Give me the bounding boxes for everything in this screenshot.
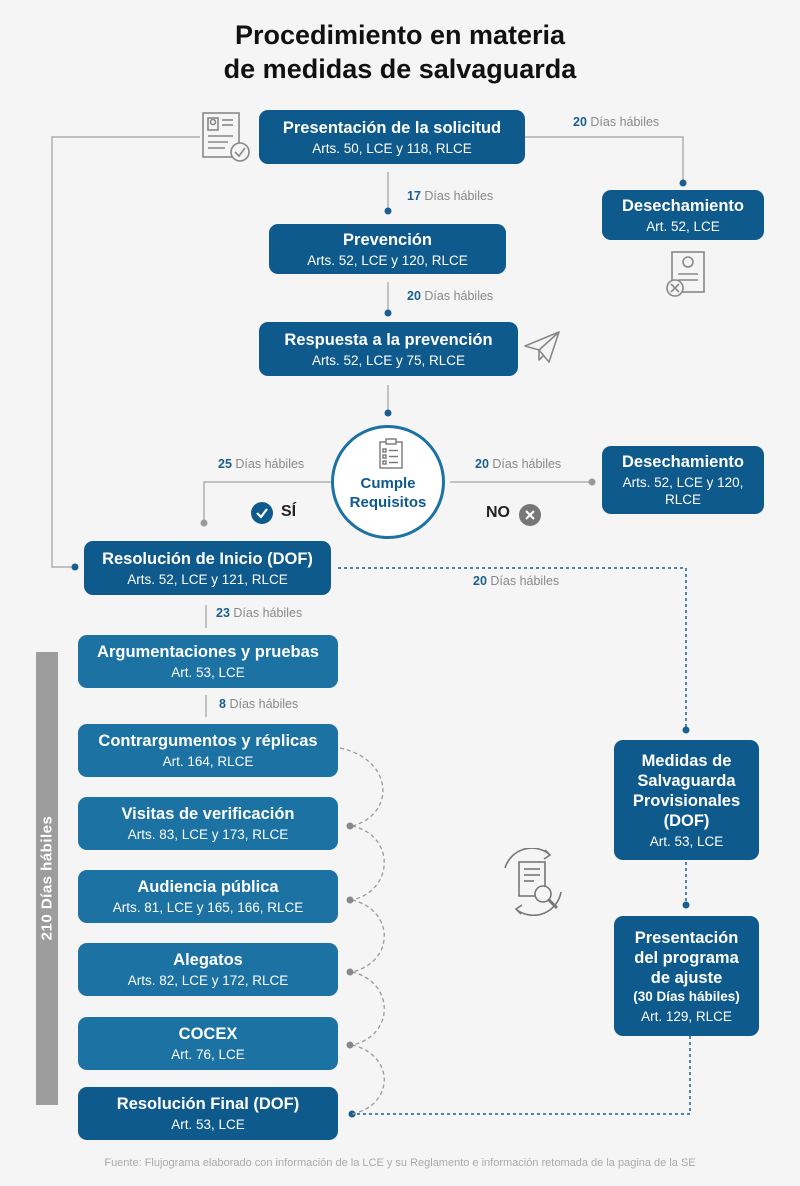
duration-label: 17 Días hábiles <box>407 189 493 203</box>
duration-number: 25 <box>218 457 232 471</box>
duration-number: 20 <box>475 457 489 471</box>
decision-circle: Cumple Requisitos <box>331 425 445 539</box>
box-title-3: de ajuste <box>650 968 723 987</box>
document-reject-icon <box>666 251 705 297</box>
duration-number: 17 <box>407 189 421 203</box>
contrargumentos-box: Contrargumentos y réplicas Art. 164, RLC… <box>78 724 338 777</box>
prevencion-box: Prevención Arts. 52, LCE y 120, RLCE <box>269 224 506 274</box>
duration-label: 20 Días hábiles <box>573 115 659 129</box>
argumentaciones-box: Argumentaciones y pruebas Art. 53, LCE <box>78 635 338 688</box>
decision-line-2: Requisitos <box>349 494 427 511</box>
box-title: Presentación de la solicitud <box>282 118 502 137</box>
box-title: Resolución Final (DOF) <box>116 1095 300 1113</box>
box-title-2: Salvaguarda <box>637 771 736 790</box>
box-title: Desechamiento <box>622 196 744 215</box>
box-title-1: Medidas de <box>641 751 732 770</box>
decision-label: Cumple Requisitos <box>334 474 442 512</box>
duration-number: 8 <box>219 697 226 711</box>
title-line-2: de medidas de salvaguarda <box>223 54 577 84</box>
desechamiento-box-1: Desechamiento Art. 52, LCE <box>602 190 764 240</box>
box-subtitle-1: Arts. 52, LCE y 120, <box>622 475 744 490</box>
box-note: (30 Días hábiles) <box>633 988 740 1004</box>
duration-number: 20 <box>473 574 487 588</box>
box-title: Contrargumentos y réplicas <box>98 732 318 750</box>
box-subtitle: Arts. 52, LCE y 75, RLCE <box>311 352 466 368</box>
box-title: Audiencia pública <box>137 878 279 896</box>
duration-text: Días hábiles <box>233 606 303 620</box>
decision-line-1: Cumple <box>360 475 416 492</box>
box-title: Respuesta a la prevención <box>284 330 493 349</box>
box-title: Visitas de verificación <box>121 805 295 823</box>
box-title-3: Provisionales <box>632 791 741 810</box>
duration-label: 20 Días hábiles <box>407 289 493 303</box>
box-title-1: Presentación <box>634 928 739 947</box>
duration-text: Días hábiles <box>235 457 305 471</box>
resolucion-final-box: Resolución Final (DOF) Art. 53, LCE <box>78 1087 338 1140</box>
no-label: NO <box>486 504 510 521</box>
duration-sidebar-label: 210 Días hábiles <box>38 815 56 941</box>
box-subtitle: Arts. 50, LCE y 118, RLCE <box>312 140 472 156</box>
medidas-provisionales-box: Medidas de Salvaguarda Provisionales (DO… <box>614 740 759 860</box>
x-circle-icon <box>519 504 541 526</box>
duration-text: Días hábiles <box>229 697 299 711</box>
box-title: Resolución de Inicio (DOF) <box>102 549 313 568</box>
box-subtitle: Arts. 52, LCE y 120, RLCE <box>307 252 468 268</box>
box-title: Alegatos <box>173 951 243 969</box>
box-title-4: (DOF) <box>663 811 710 830</box>
duration-text: Días hábiles <box>424 189 494 203</box>
box-subtitle: Art. 164, RLCE <box>162 754 254 769</box>
desechamiento-box-2: Desechamiento Arts. 52, LCE y 120, RLCE <box>602 446 764 514</box>
paper-plane-icon <box>524 331 560 363</box>
duration-label: 23 Días hábiles <box>216 606 302 620</box>
respuesta-prevencion-box: Respuesta a la prevención Arts. 52, LCE … <box>259 322 518 376</box>
resolucion-inicio-box: Resolución de Inicio (DOF) Arts. 52, LCE… <box>84 541 331 595</box>
box-subtitle: Arts. 83, LCE y 173, RLCE <box>127 827 289 842</box>
title-line-1: Procedimiento en materia <box>234 20 566 50</box>
box-title-2: del programa <box>634 948 739 967</box>
duration-label: 8 Días hábiles <box>219 697 298 711</box>
duration-label: 25 Días hábiles <box>218 457 304 471</box>
programa-ajuste-box: Presentación del programa de ajuste (30 … <box>614 916 759 1036</box>
box-subtitle: Arts. 81, LCE y 165, 166, RLCE <box>112 900 304 915</box>
box-title: COCEX <box>178 1025 238 1043</box>
duration-number: 20 <box>407 289 421 303</box>
box-title: Argumentaciones y pruebas <box>97 643 319 661</box>
duration-number: 20 <box>573 115 587 129</box>
duration-sidebar <box>36 652 58 1105</box>
box-title: Desechamiento <box>622 453 744 471</box>
audiencia-box: Audiencia pública Arts. 81, LCE y 165, 1… <box>78 870 338 923</box>
visitas-box: Visitas de verificación Arts. 83, LCE y … <box>78 797 338 850</box>
box-subtitle: Art. 53, LCE <box>171 665 245 680</box>
presentacion-solicitud-box: Presentación de la solicitud Arts. 50, L… <box>259 110 525 164</box>
cocex-box: COCEX Art. 76, LCE <box>78 1017 338 1070</box>
duration-label: 20 Días hábiles <box>475 457 561 471</box>
box-subtitle: Art. 53, LCE <box>649 833 724 849</box>
duration-number: 23 <box>216 606 230 620</box>
duration-text: Días hábiles <box>492 457 562 471</box>
duration-label: 20 Días hábiles <box>473 574 559 588</box>
duration-text: Días hábiles <box>590 115 660 129</box>
document-check-icon <box>202 112 250 162</box>
box-subtitle: Arts. 82, LCE y 172, RLCE <box>127 973 289 988</box>
box-subtitle: Arts. 52, LCE y 121, RLCE <box>127 571 288 587</box>
alegatos-box: Alegatos Arts. 82, LCE y 172, RLCE <box>78 943 338 996</box>
duration-text: Días hábiles <box>490 574 560 588</box>
duration-text: Días hábiles <box>424 289 494 303</box>
box-subtitle: Art. 53, LCE <box>171 1117 245 1132</box>
yes-label: SÍ <box>281 503 297 520</box>
page-title: Procedimiento en materia de medidas de s… <box>0 18 800 86</box>
clipboard-checklist-icon <box>379 438 403 469</box>
source-footer: Fuente: Flujograma elaborado con informa… <box>104 1157 696 1169</box>
check-circle-icon <box>251 502 273 524</box>
box-subtitle-2: RLCE <box>664 492 701 507</box>
box-title: Prevención <box>343 230 432 249</box>
document-search-icon <box>504 848 562 916</box>
box-subtitle: Art. 76, LCE <box>171 1047 245 1062</box>
box-subtitle: Art. 129, RLCE <box>641 1008 732 1024</box>
box-subtitle: Art. 52, LCE <box>646 218 720 234</box>
